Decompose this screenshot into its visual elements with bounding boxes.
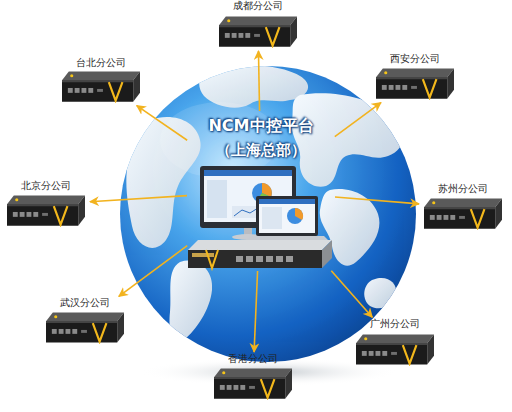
branch-label: 武汉分公司 bbox=[42, 297, 128, 309]
branch-node: 广州分公司 bbox=[352, 318, 438, 368]
connector-arrow bbox=[335, 103, 381, 137]
globe bbox=[120, 66, 416, 362]
device-icon bbox=[376, 68, 454, 98]
branch-node: 苏州分公司 bbox=[420, 183, 506, 232]
device-icon bbox=[214, 368, 292, 398]
platform-title: NCM中控平台 bbox=[188, 114, 334, 138]
device-icon bbox=[356, 334, 434, 364]
branch-label: 成都分公司 bbox=[215, 0, 301, 12]
branch-node: 北京分公司 bbox=[3, 180, 89, 229]
branch-devices bbox=[7, 16, 502, 398]
device-icon bbox=[219, 16, 297, 46]
branch-node: 香港分公司 bbox=[210, 353, 296, 402]
branch-node: 成都分公司 bbox=[215, 0, 301, 50]
connector-arrow bbox=[331, 271, 372, 318]
connector-arrow bbox=[258, 51, 259, 111]
laptop bbox=[244, 196, 330, 242]
device-icon bbox=[62, 71, 140, 101]
branch-node: 西安分公司 bbox=[372, 53, 458, 102]
device-icon bbox=[46, 312, 124, 342]
hq-appliance bbox=[188, 240, 332, 268]
connector-arrow bbox=[119, 246, 187, 297]
branch-label: 香港分公司 bbox=[210, 353, 296, 365]
connector-arrow bbox=[254, 271, 257, 352]
branch-label: 台北分公司 bbox=[58, 57, 144, 69]
connector-arrow bbox=[137, 106, 187, 141]
branch-label: 西安分公司 bbox=[372, 53, 458, 65]
branch-node: 台北分公司 bbox=[58, 57, 144, 105]
connector-arrow bbox=[335, 197, 419, 204]
platform-node: NCM中控平台（上海总部） bbox=[188, 112, 334, 270]
branch-label: 北京分公司 bbox=[3, 180, 89, 192]
continents bbox=[126, 65, 403, 341]
device-icon bbox=[7, 195, 85, 225]
device-icon bbox=[424, 198, 502, 228]
branch-label: 苏州分公司 bbox=[420, 183, 506, 195]
platform-subtitle: （上海总部） bbox=[188, 138, 334, 162]
branch-label: 广州分公司 bbox=[352, 318, 438, 330]
branch-node: 武汉分公司 bbox=[42, 297, 128, 346]
connector-arrow bbox=[90, 196, 187, 202]
